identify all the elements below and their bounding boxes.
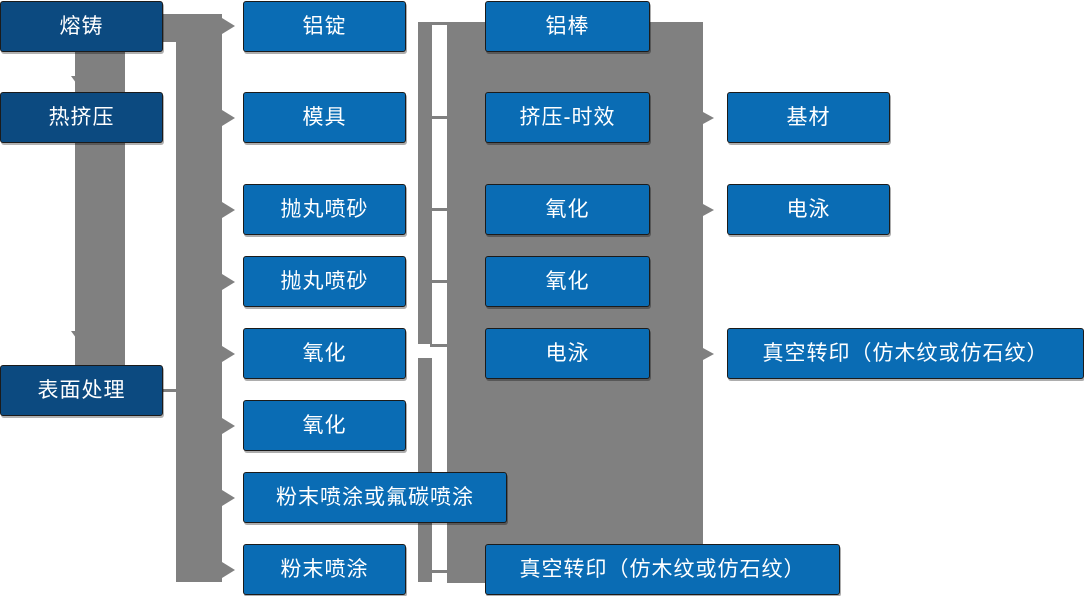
left-bus-vertical-trunk xyxy=(75,14,125,379)
node-stage-surface-treat[interactable]: 表面处理 xyxy=(0,365,163,416)
mid-bus-rung-1 xyxy=(430,22,452,25)
mid-bus-narrow-trunk-upper xyxy=(418,22,432,344)
node-label: 氧化 xyxy=(545,270,590,293)
node-process-vacuum-transfer[interactable]: 真空转印（仿木纹或仿石纹） xyxy=(485,544,840,595)
right-bus-arrow-electrophoresis xyxy=(703,204,714,216)
left-bus-arrow-4 xyxy=(222,274,235,290)
left-bus-down-arrow-to-surface-treat xyxy=(71,331,87,342)
node-label: 挤压-时效 xyxy=(519,106,616,129)
node-stage-hot-extrude[interactable]: 热挤压 xyxy=(0,92,163,143)
node-process-oxidation-2[interactable]: 氧化 xyxy=(485,256,650,307)
node-output-vacuum-transfer[interactable]: 真空转印（仿木纹或仿石纹） xyxy=(727,328,1084,379)
node-detail-aluminum-ingot[interactable]: 铝锭 xyxy=(243,1,406,52)
node-output-electrophoresis[interactable]: 电泳 xyxy=(727,184,890,235)
left-bus-vertical-lower xyxy=(176,14,222,582)
node-process-aluminum-bar[interactable]: 铝棒 xyxy=(485,1,650,52)
node-stage-melt-cast[interactable]: 熔铸 xyxy=(0,1,163,52)
node-label: 真空转印（仿木纹或仿石纹） xyxy=(519,558,806,581)
mid-bus-rung-3 xyxy=(430,208,452,211)
node-label: 铝锭 xyxy=(302,15,347,38)
node-label: 氧化 xyxy=(545,198,590,221)
node-detail-powder-or-pvdf[interactable]: 粉末喷涂或氟碳喷涂 xyxy=(243,472,507,523)
node-label: 基材 xyxy=(786,106,831,129)
node-detail-oxidation-2[interactable]: 氧化 xyxy=(243,400,406,451)
node-label: 粉末喷涂 xyxy=(280,558,369,581)
node-label: 粉末喷涂或氟碳喷涂 xyxy=(276,486,474,509)
node-label: 电泳 xyxy=(786,198,831,221)
mid-bus-rung-2 xyxy=(430,116,452,119)
node-label: 熔铸 xyxy=(59,15,104,38)
node-label: 真空转印（仿木纹或仿石纹） xyxy=(762,342,1049,365)
node-label: 氧化 xyxy=(302,342,347,365)
node-process-extrude-age[interactable]: 挤压-时效 xyxy=(485,92,650,143)
mid-bus-rung-6 xyxy=(430,570,452,573)
left-bus-arrow-5 xyxy=(222,346,235,362)
left-bus-arrow-7 xyxy=(222,490,235,506)
left-bus-arrow-3 xyxy=(222,202,235,218)
node-process-electrophoresis[interactable]: 电泳 xyxy=(485,328,650,379)
mid-bus-narrow-trunk-lower xyxy=(418,358,432,582)
node-detail-mould[interactable]: 模具 xyxy=(243,92,406,143)
right-bus-arrow-substrate xyxy=(703,112,714,124)
node-label: 热挤压 xyxy=(48,106,115,129)
node-label: 抛丸喷砂 xyxy=(280,270,369,293)
node-process-oxidation-1[interactable]: 氧化 xyxy=(485,184,650,235)
node-label: 模具 xyxy=(302,106,347,129)
left-bus-down-arrow-to-hot-extrude xyxy=(71,76,87,87)
node-detail-oxidation-1[interactable]: 氧化 xyxy=(243,328,406,379)
node-label: 铝棒 xyxy=(545,15,590,38)
node-label: 氧化 xyxy=(302,414,347,437)
node-detail-shot-blast-2[interactable]: 抛丸喷砂 xyxy=(243,256,406,307)
mid-bus-rung-4 xyxy=(430,280,452,283)
node-output-substrate[interactable]: 基材 xyxy=(727,92,890,143)
node-label: 抛丸喷砂 xyxy=(280,198,369,221)
node-detail-powder-coating[interactable]: 粉末喷涂 xyxy=(243,544,406,595)
left-bus-arrow-2 xyxy=(222,110,235,126)
node-label: 电泳 xyxy=(545,342,590,365)
left-bus-arrow-6 xyxy=(222,418,235,434)
left-bus-arrow-8 xyxy=(222,562,235,578)
surface-treat-connector-stem xyxy=(163,389,185,392)
node-detail-shot-blast-1[interactable]: 抛丸喷砂 xyxy=(243,184,406,235)
left-bus-arrow-1 xyxy=(222,18,235,34)
mid-bus-rung-5 xyxy=(430,344,452,347)
right-bus-arrow-vacuum-transfer xyxy=(703,348,714,360)
node-label: 表面处理 xyxy=(37,379,126,402)
